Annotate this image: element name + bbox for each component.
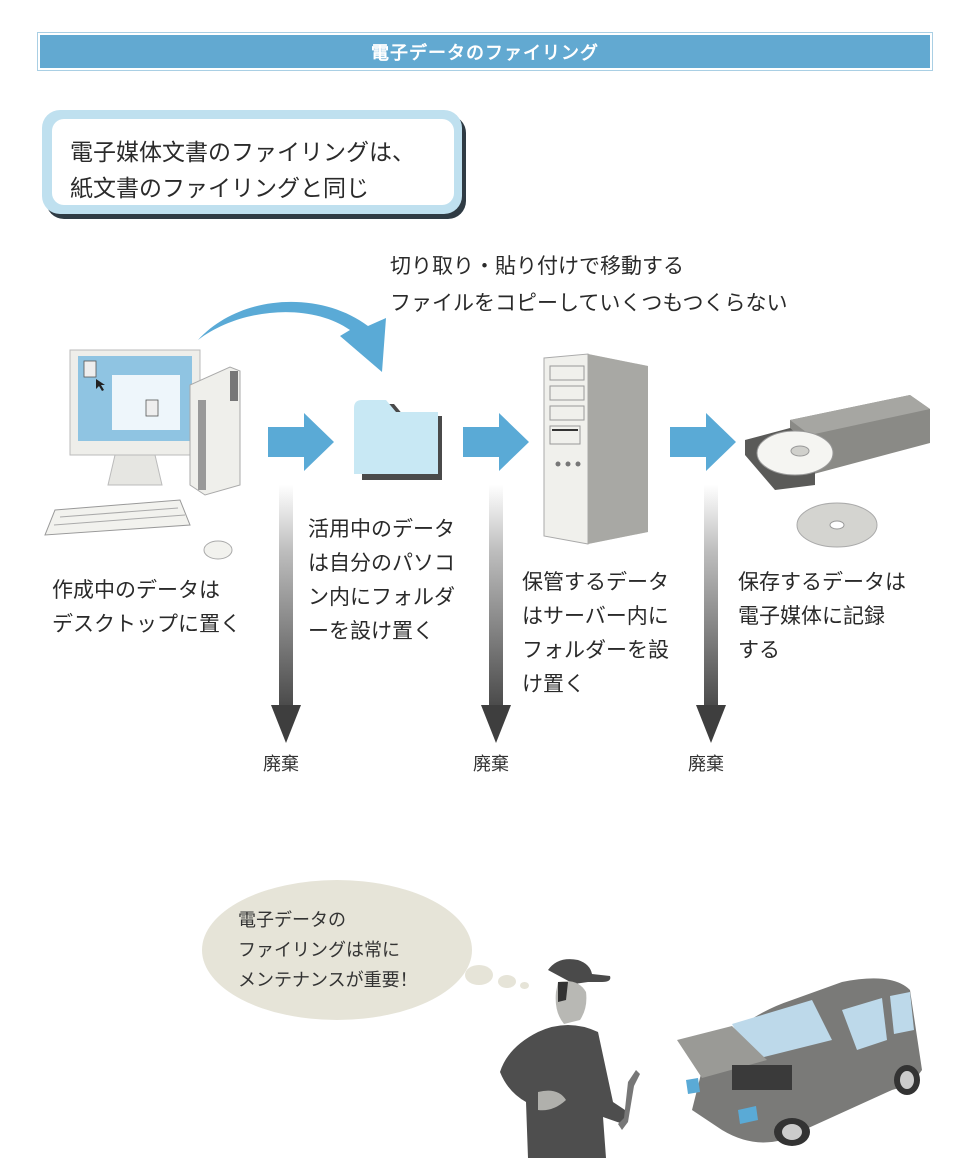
step-3-caption: 保管するデータ はサーバー内に フォルダーを設 け置く (522, 565, 669, 701)
desktop-computer-icon (44, 349, 241, 560)
bubble-puff (465, 965, 493, 985)
mechanic-icon (500, 959, 640, 1158)
thought-bubble-text: 電子データの ファイリングは常に メンテナンスが重要！ (238, 906, 418, 996)
thought-bubble (202, 880, 472, 1020)
server-tower-icon (543, 353, 648, 545)
step-1-caption-line: デスクトップに置く (52, 612, 241, 636)
flow-arrow-3 (670, 413, 736, 471)
title-bar: 電子データのファイリング (37, 32, 933, 71)
bubble-puff (520, 982, 529, 989)
arrow-head (481, 705, 511, 743)
folder-icon (354, 400, 442, 480)
step-3-caption-line: け置く (522, 672, 585, 696)
step-2-caption: 活用中のデータ は自分のパソコ ン内にフォルダ ーを設け置く (308, 512, 455, 648)
discard-label-1: 廃棄 (263, 754, 299, 775)
key-point-content: 電子媒体文書のファイリングは、 紙文書のファイリングと同じ (52, 119, 454, 205)
bubble-line: メンテナンスが重要！ (238, 970, 418, 991)
bubble-line: ファイリングは常に (238, 940, 400, 961)
discard-arrow-3 (696, 485, 726, 743)
step-3-caption-line: フォルダーを設 (522, 638, 669, 662)
note-move: 切り取り・貼り付けで移動する (390, 254, 684, 278)
step-4-caption: 保存するデータは 電子媒体に記録 する (738, 565, 906, 667)
step-3-caption-line: 保管するデータ (522, 570, 669, 594)
arrow-shaft (279, 485, 293, 707)
arrow-head (271, 705, 301, 743)
bubble-line: 電子データの (238, 910, 346, 931)
optical-drive-icon (745, 395, 930, 548)
step-4-caption-line: する (738, 638, 780, 662)
step-4-caption-line: 保存するデータは (738, 570, 906, 594)
discard-label-3: 廃棄 (688, 754, 724, 775)
step-2-caption-line: 活用中のデータ (308, 517, 455, 541)
step-4-caption-line: 電子媒体に記録 (738, 604, 885, 628)
curved-move-arrow (198, 301, 386, 372)
car-icon (677, 978, 922, 1146)
step-2-caption-line: ン内にフォルダ (308, 585, 455, 609)
step-2-caption-line: は自分のパソコ (308, 551, 455, 575)
arrow-shaft (704, 485, 718, 707)
step-3-caption-line: はサーバー内に (522, 604, 669, 628)
flow-arrow-1 (268, 413, 334, 471)
step-1-caption-line: 作成中のデータは (52, 578, 220, 602)
flow-arrow-2 (463, 413, 529, 471)
page-title: 電子データのファイリング (371, 42, 599, 64)
arrow-shaft (489, 485, 503, 707)
key-point-box: 電子媒体文書のファイリングは、 紙文書のファイリングと同じ (42, 110, 462, 214)
step-2-caption-line: ーを設け置く (308, 619, 434, 643)
key-point-line-2: 紙文書のファイリングと同じ (70, 176, 369, 202)
discard-arrow-2 (481, 485, 511, 743)
arrow-head (696, 705, 726, 743)
step-1-caption: 作成中のデータは デスクトップに置く (52, 573, 241, 641)
discard-arrow-1 (271, 485, 301, 743)
curved-arrow-shape (198, 301, 386, 372)
key-point-line-1: 電子媒体文書のファイリングは、 (70, 140, 415, 166)
note-no-copy: ファイルをコピーしていくつもつくらない (390, 291, 788, 315)
discard-label-2: 廃棄 (473, 754, 509, 775)
bubble-puff (498, 975, 516, 988)
